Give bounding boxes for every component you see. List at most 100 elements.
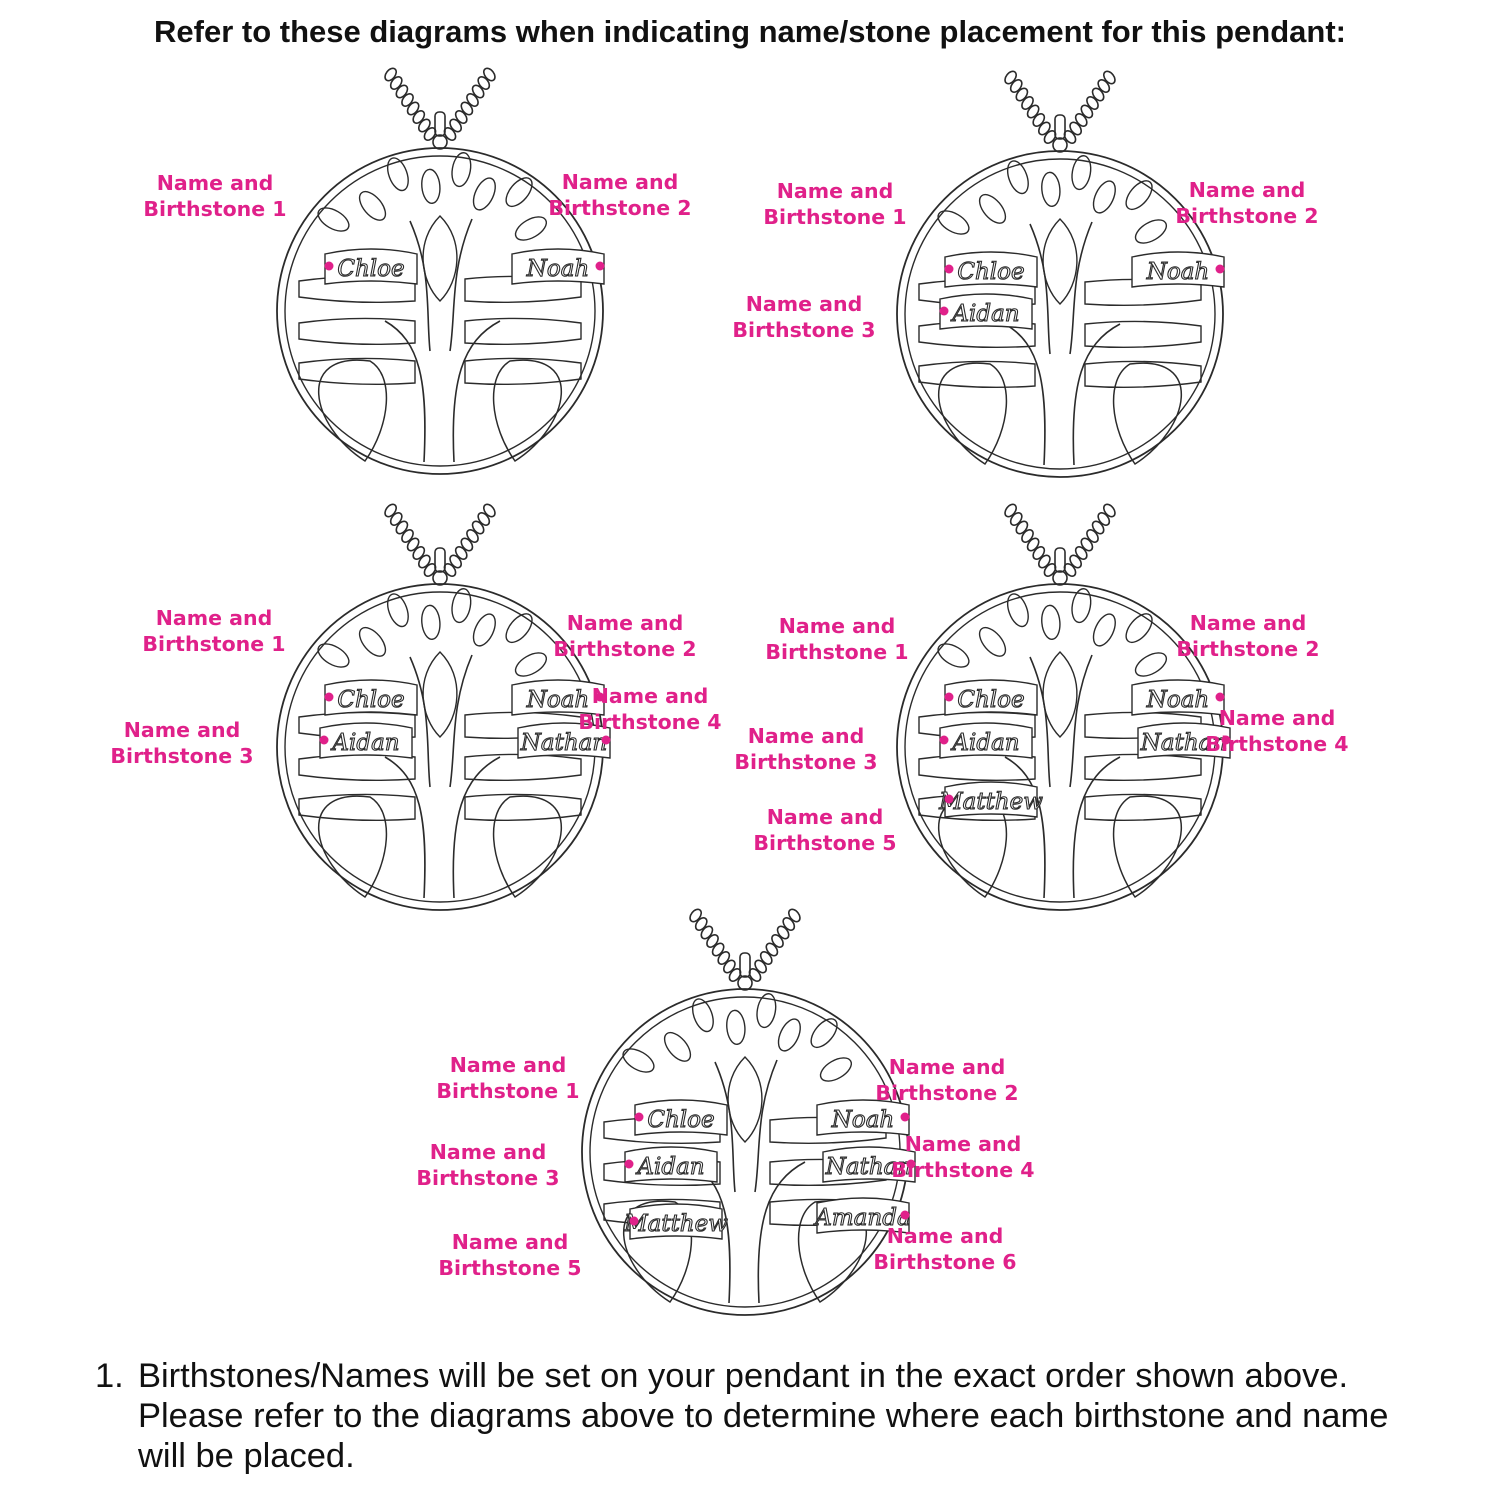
canopy-leaf [451,152,472,188]
chain-link [771,934,784,948]
placement-label-line1: Name and [449,1053,567,1077]
birthstone [595,692,605,702]
chain-link [787,908,801,923]
canopy-leaf [514,216,548,241]
placement-label-line2: Birthstone 2 [875,1081,1019,1105]
placement-label-line2: Birthstone 3 [732,318,876,342]
canopy-leaf [472,613,496,647]
name-plate [324,248,418,285]
name-plate [629,1203,723,1240]
bottom-leaf [492,795,563,899]
bail [434,111,446,137]
chain-link [776,925,790,940]
birthstone [944,264,954,274]
placement-label-line1: Name and [776,179,894,203]
canopy-leaf [386,593,409,628]
birthstone [324,692,334,702]
birthstone [595,261,605,271]
canopy-leaf [358,626,387,657]
placement-label-line1: Name and [778,614,896,638]
canopy-leaf [505,177,533,208]
placement-label-line2: Birthstone 6 [873,1250,1017,1274]
engraved-name: Chloe [957,259,1024,285]
placement-label-line1: Name and [1188,178,1306,202]
canopy-leaf [1041,604,1061,640]
center-leaf [727,1056,763,1143]
engraved-name: Noah [526,687,590,713]
placement-label-line1: Name and [451,1230,569,1254]
page-heading: Refer to these diagrams when indicating … [154,14,1346,49]
engraved-name: Chloe [337,687,404,713]
placement-label-line2: Birthstone 3 [416,1166,560,1190]
chain-link [477,512,491,526]
bottom-leaf [1112,795,1183,899]
placement-label-line2: Birthstone 2 [553,637,697,661]
placement-label-line1: Name and [745,292,863,316]
canopy-leaf [663,1031,692,1062]
placement-label-line1: Name and [886,1224,1004,1248]
placement-label-line2: Birthstone 4 [578,710,722,734]
chain-link [722,959,736,974]
engraved-name: Aidan [950,730,1019,756]
canopy-leaf [756,993,777,1029]
placement-label-line1: Name and [747,724,865,748]
engraved-name: Nathan [520,730,607,756]
name-plate [1131,251,1225,288]
chain-link [412,110,426,124]
placement-label-line1: Name and [766,805,884,829]
name-plate [939,722,1033,759]
engraved-name: Noah [831,1107,895,1133]
bottom-leaf [317,795,388,899]
canopy-leaf [810,1018,838,1049]
canopy-leaf [1134,219,1168,244]
chain-link [754,959,768,974]
canopy-leaf [421,604,441,640]
chain-link [689,908,703,923]
tree-trunk [384,218,501,463]
placement-label-line2: Birthstone 4 [1205,732,1349,756]
engraved-name: Nathan [825,1154,912,1180]
placement-label-line1: Name and [561,170,679,194]
jump-ring [1052,137,1068,153]
chain-link [759,951,773,965]
placement-label-line2: Birthstone 2 [548,196,692,220]
placement-label-line2: Birthstone 1 [765,640,909,664]
canopy-leaf [777,1018,801,1052]
chain-link [466,529,479,543]
canopy-leaf [472,177,496,211]
chain-link [1021,96,1034,110]
chain-link [1009,512,1023,526]
chain-link [1080,537,1094,552]
chain-link [401,529,414,543]
tree-trunk [384,654,501,899]
chain-link [460,101,474,116]
name-plate [511,248,605,285]
placement-label-line2: Birthstone 3 [734,750,878,774]
chain-link [1032,546,1046,560]
pendant-outer-ring [896,150,1224,478]
chain-link [471,84,485,99]
chain-link [765,942,779,957]
branch [1084,793,1202,822]
chain-link [700,925,714,940]
placement-label-line2: Birthstone 5 [438,1256,582,1280]
bail [1054,114,1066,140]
canopy-leaf [1125,180,1153,211]
name-plate [816,1099,910,1136]
canopy-leaf [451,588,472,624]
chain-link [1069,554,1083,569]
birthstone [944,794,954,804]
name-plate [1131,679,1225,716]
name-plate [517,722,611,759]
canopy-leaf [1092,180,1116,214]
canopy-leaf [1134,652,1168,677]
engraved-name: Matthew [623,1211,728,1237]
pendant-inner-ring [904,158,1216,470]
placement-label-line2: Birthstone 2 [1175,204,1319,228]
